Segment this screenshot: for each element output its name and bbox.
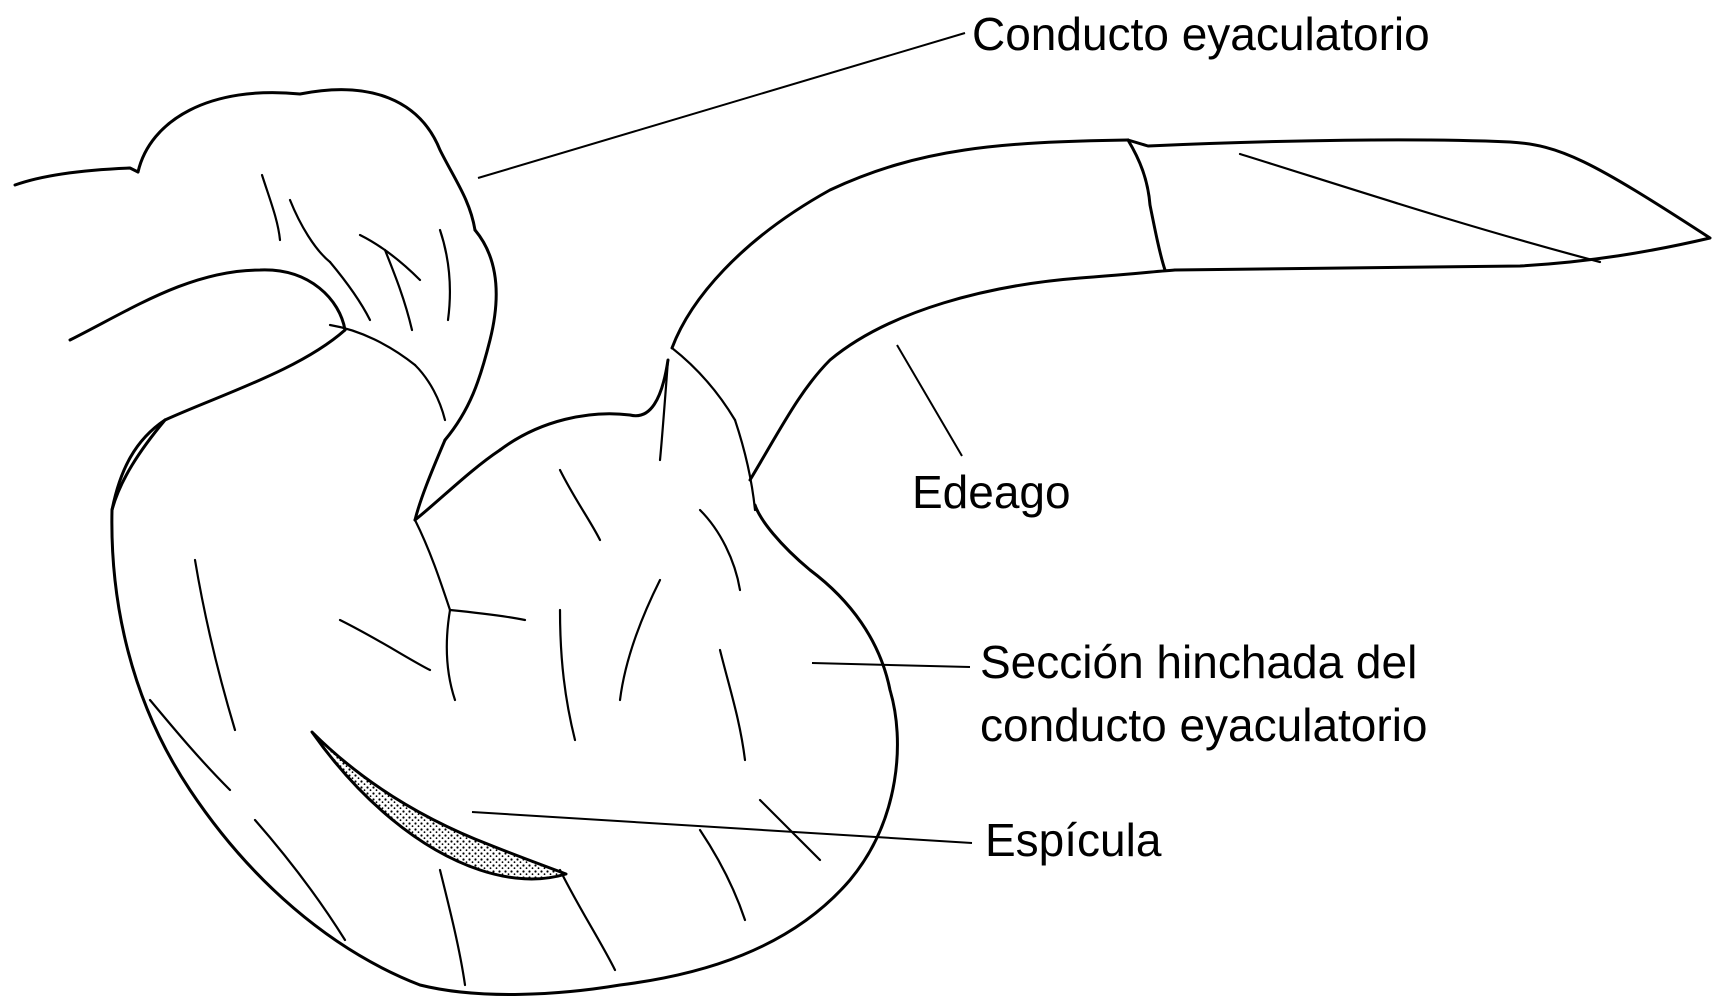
- aedeagus-drawing: [660, 140, 1710, 510]
- label-seccion-line1: Sección hinchada del: [980, 636, 1417, 688]
- ejaculatory-duct-drawing: [15, 90, 496, 510]
- leader-edeago: [897, 345, 962, 456]
- label-espicula: Espícula: [985, 814, 1161, 866]
- label-seccion-line2: conducto eyaculatorio: [980, 699, 1428, 751]
- swollen-section-drawing: [112, 360, 898, 994]
- spicule-drawing: [312, 732, 566, 879]
- label-edeago: Edeago: [912, 466, 1071, 518]
- leader-seccion: [812, 663, 970, 667]
- leader-espicula: [472, 812, 972, 843]
- label-conducto-eyaculatorio: Conducto eyaculatorio: [972, 8, 1430, 60]
- leader-conducto: [478, 33, 965, 178]
